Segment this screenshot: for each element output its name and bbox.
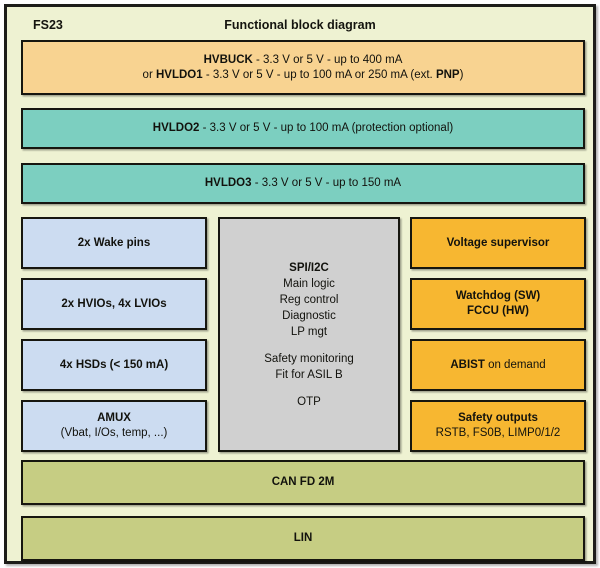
block-hvbuck: HVBUCK - 3.3 V or 5 V - up to 400 mA or … — [21, 40, 585, 95]
hvldo1-spec: - 3.3 V or 5 V - up to 100 mA or 250 mA … — [202, 68, 436, 81]
ios-label: 2x HVIOs, 4x LVIOs — [61, 297, 167, 310]
hvldo2-line: HVLDO2 - 3.3 V or 5 V - up to 100 mA (pr… — [153, 121, 453, 136]
block-watchdog: Watchdog (SW) FCCU (HW) — [410, 278, 586, 330]
hvbuck-name: HVBUCK — [203, 53, 253, 66]
fccu-hw-label: FCCU (HW) — [467, 305, 529, 317]
block-ios: 2x HVIOs, 4x LVIOs — [21, 278, 207, 330]
voltage-supervisor-label: Voltage supervisor — [446, 236, 550, 249]
hvldo3-spec: - 3.3 V or 5 V - up to 150 mA — [251, 177, 402, 189]
block-core-logic: SPI/I2C Main logic Reg control Diagnosti… — [218, 217, 400, 452]
hvldo1-prefix: or — [142, 68, 156, 81]
core-diagnostic: Diagnostic — [282, 309, 336, 322]
hvldo2-name: HVLDO2 — [152, 122, 200, 134]
core-asil-level: Fit for ASIL B — [275, 368, 343, 381]
block-hvldo2: HVLDO2 - 3.3 V or 5 V - up to 100 mA (pr… — [21, 108, 585, 149]
abist-name: ABIST — [450, 358, 485, 371]
can-fd-label: CAN FD 2M — [271, 476, 335, 488]
lin-label: LIN — [293, 532, 313, 544]
hvbuck-line-1: HVBUCK - 3.3 V or 5 V - up to 400 mA — [204, 53, 403, 68]
core-reg-control: Reg control — [279, 293, 339, 306]
safety-outputs-title: Safety outputs — [458, 412, 538, 424]
diagram-header: FS23 Functional block diagram — [7, 13, 593, 37]
device-id-label: FS23 — [33, 18, 63, 32]
hvldo3-line: HVLDO3 - 3.3 V or 5 V - up to 150 mA — [205, 176, 401, 191]
core-safety-monitoring: Safety monitoring — [264, 352, 354, 365]
diagram-title: Functional block diagram — [224, 18, 376, 32]
watchdog-sw-label: Watchdog (SW) — [455, 290, 541, 302]
hvldo2-spec: - 3.3 V or 5 V - up to 100 mA (protectio… — [199, 122, 454, 134]
hsds-label: 4x HSDs (< 150 mA) — [59, 358, 169, 371]
core-otp: OTP — [297, 395, 321, 408]
hvldo3-name: HVLDO3 — [204, 177, 252, 189]
core-interface-label: SPI/I2C — [289, 261, 329, 274]
amux-title: AMUX — [97, 412, 131, 424]
hvbuck-spec: - 3.3 V or 5 V - up to 400 mA — [252, 53, 403, 66]
core-main-logic: Main logic — [283, 277, 335, 290]
amux-detail: (Vbat, I/Os, temp, ...) — [60, 427, 168, 439]
block-lin: LIN — [21, 516, 585, 561]
wake-pins-label: 2x Wake pins — [77, 236, 151, 249]
block-hvldo3: HVLDO3 - 3.3 V or 5 V - up to 150 mA — [21, 163, 585, 204]
diagram-frame: FS23 Functional block diagram HVBUCK - 3… — [4, 4, 596, 564]
block-can-fd: CAN FD 2M — [21, 460, 585, 505]
block-hsds: 4x HSDs (< 150 mA) — [21, 339, 207, 391]
block-safety-outputs: Safety outputs RSTB, FS0B, LIMP0/1/2 — [410, 400, 586, 452]
block-abist: ABIST on demand — [410, 339, 586, 391]
hvldo1-name: HVLDO1 — [155, 68, 203, 81]
core-lp-mgt: LP mgt — [290, 325, 328, 338]
hvldo1-pnp: PNP — [435, 68, 460, 81]
block-voltage-supervisor: Voltage supervisor — [410, 217, 586, 269]
block-amux: AMUX (Vbat, I/Os, temp, ...) — [21, 400, 207, 452]
hvbuck-line-2: or HVLDO1 - 3.3 V or 5 V - up to 100 mA … — [143, 68, 464, 83]
block-wake-pins: 2x Wake pins — [21, 217, 207, 269]
abist-line: ABIST on demand — [450, 358, 545, 373]
abist-detail: on demand — [484, 358, 546, 371]
hvldo1-suffix: ) — [459, 68, 464, 81]
safety-outputs-detail: RSTB, FS0B, LIMP0/1/2 — [435, 427, 561, 439]
